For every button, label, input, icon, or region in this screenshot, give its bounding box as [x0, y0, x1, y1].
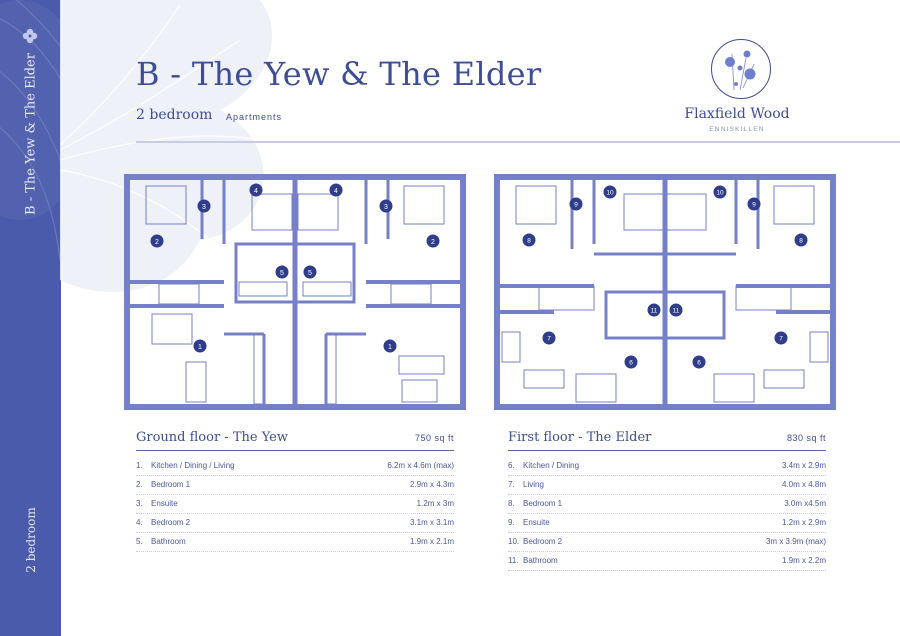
- brand-name: Flaxfield Wood: [684, 106, 790, 122]
- schedule-area: 830 sq ft: [786, 433, 826, 443]
- svg-text:10: 10: [606, 190, 614, 197]
- flower-background-icon: [60, 0, 273, 292]
- apartment-type-label: Apartments: [226, 112, 283, 122]
- svg-text:4: 4: [254, 188, 258, 195]
- svg-text:3: 3: [384, 204, 388, 211]
- svg-text:7: 7: [547, 336, 551, 343]
- first-floor-schedule: First floor - The Elder 830 sq ft 6.Kitc…: [508, 430, 826, 571]
- svg-text:1: 1: [198, 344, 202, 351]
- sidebar: B - The Yew & The Elder 2 bedroom: [0, 0, 61, 636]
- svg-text:11: 11: [651, 308, 658, 315]
- svg-text:5: 5: [308, 270, 312, 277]
- svg-text:10: 10: [716, 190, 724, 197]
- svg-text:9: 9: [752, 202, 756, 209]
- svg-text:5: 5: [280, 270, 284, 277]
- svg-text:1: 1: [388, 344, 392, 351]
- schedule-title: Ground floor - The Yew: [136, 430, 288, 445]
- flower-watermark-icon: [0, 0, 61, 261]
- flaxfield-logo-icon: [711, 39, 771, 99]
- ground-floor-schedule: Ground floor - The Yew 750 sq ft 1.Kitch…: [136, 430, 454, 552]
- ground-floor-plan: 1 2 3 4 5 5 4 3 2 1: [124, 174, 466, 410]
- svg-text:8: 8: [527, 238, 531, 245]
- schedule-area: 750 sq ft: [414, 433, 454, 443]
- svg-text:7: 7: [779, 336, 783, 343]
- sidebar-subtitle: 2 bedroom: [24, 507, 38, 573]
- header-divider: [136, 141, 900, 143]
- svg-text:2: 2: [431, 239, 435, 246]
- svg-text:11: 11: [673, 308, 680, 315]
- svg-text:8: 8: [799, 238, 803, 245]
- sidebar-title: B - The Yew & The Elder: [23, 53, 39, 215]
- bedrooms-label: 2 bedroom: [136, 107, 213, 123]
- svg-text:6: 6: [629, 360, 633, 367]
- brand-location: ENNISKILLEN: [709, 126, 765, 133]
- svg-text:4: 4: [334, 188, 338, 195]
- svg-text:2: 2: [155, 239, 159, 246]
- page-title: B - The Yew & The Elder: [136, 55, 542, 93]
- svg-text:6: 6: [697, 360, 701, 367]
- svg-text:9: 9: [574, 202, 578, 209]
- flower-icon: [22, 28, 38, 44]
- schedule-title: First floor - The Elder: [508, 430, 652, 445]
- svg-text:3: 3: [202, 204, 206, 211]
- first-floor-plan: 6 7 8 9 10 11 11 10 9 8 7 6: [494, 174, 836, 410]
